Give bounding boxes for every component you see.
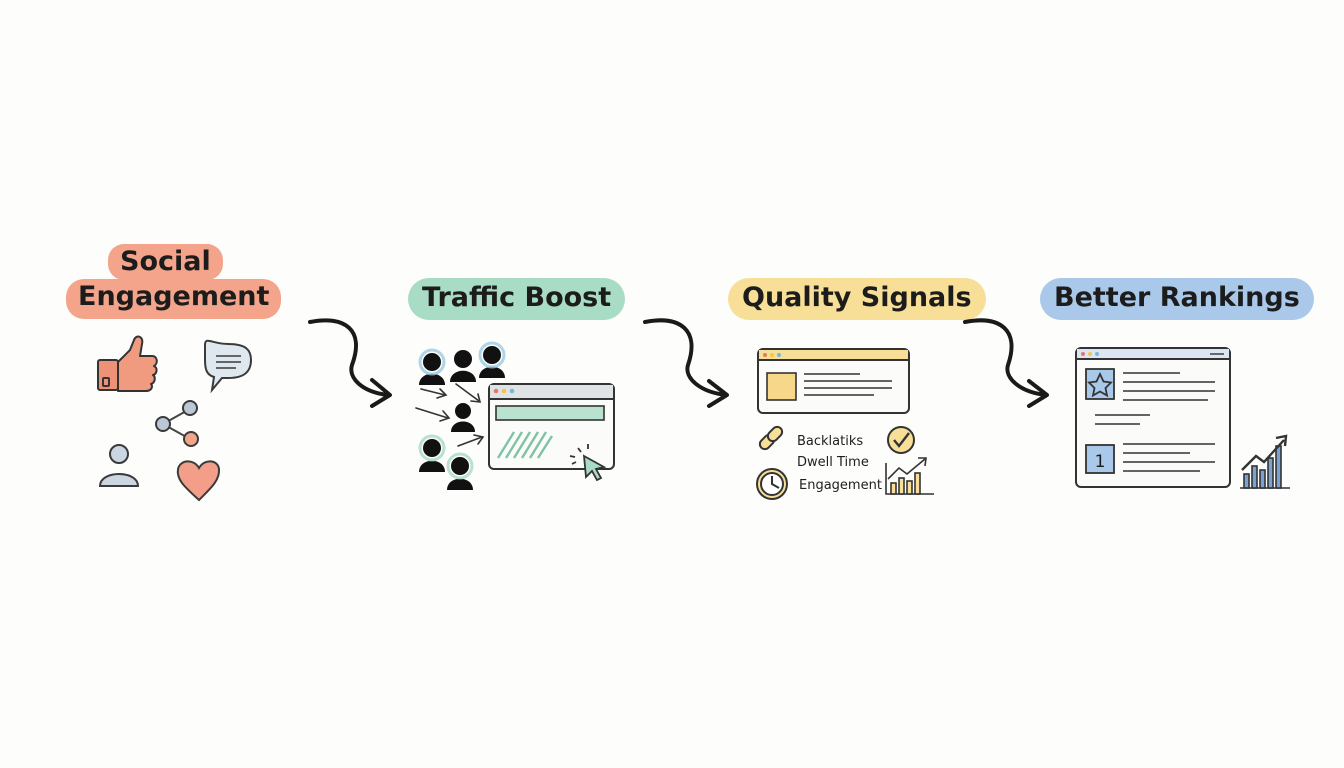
check-circle-icon <box>887 426 915 454</box>
flow-arrow-2 <box>643 318 729 408</box>
thumbs-up-icon <box>97 335 158 392</box>
flow-arrow-1 <box>308 318 392 408</box>
clock-icon <box>756 468 788 500</box>
traffic-boost-label: Traffic Boost <box>408 278 626 320</box>
browser-window-icon <box>1075 347 1231 488</box>
social-label-line1: Social <box>108 244 223 280</box>
rank-number: 1 <box>1095 452 1106 472</box>
growth-chart-icon <box>1240 434 1290 489</box>
speech-bubble-icon <box>204 339 253 394</box>
signal-backlinks: Backlatiks <box>797 434 864 449</box>
better-rankings-label: Better Rankings <box>1040 278 1314 320</box>
signal-dwell-time: Dwell Time <box>797 455 869 470</box>
star-icon <box>1087 371 1113 398</box>
cursor-icon <box>569 444 607 482</box>
signal-engagement: Engagement <box>799 478 882 493</box>
browser-window-icon <box>488 383 615 470</box>
link-icon <box>758 425 784 451</box>
social-label-line2: Engagement <box>66 279 282 319</box>
people-icon <box>418 341 506 490</box>
growth-chart-icon <box>885 457 934 495</box>
traffic-arrows <box>415 383 485 447</box>
flow-arrow-3 <box>963 318 1049 408</box>
browser-window-icon <box>757 348 910 414</box>
share-icon <box>155 400 199 447</box>
quality-signals-label: Quality Signals <box>728 278 986 320</box>
user-icon <box>98 444 140 487</box>
heart-icon <box>176 460 221 502</box>
